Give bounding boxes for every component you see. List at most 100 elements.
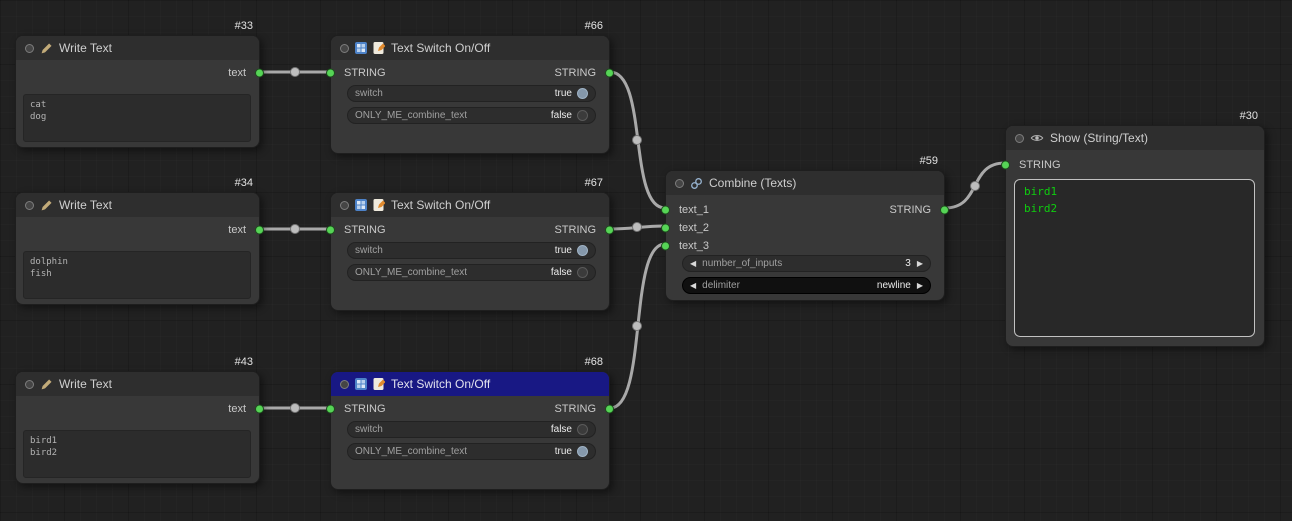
decrement-arrow-icon[interactable]: ◀ (690, 258, 697, 268)
widget-label: ONLY_ME_combine_text (355, 110, 468, 121)
delimiter-widget[interactable]: ◀ delimiter newline ▶ (682, 277, 931, 294)
node-title-bar[interactable]: Show (String/Text) (1006, 126, 1264, 150)
output-label: text (228, 403, 246, 415)
next-option-arrow-icon[interactable]: ▶ (916, 280, 923, 290)
link-midpoint-dot[interactable] (632, 135, 642, 145)
input-port[interactable] (661, 205, 670, 215)
input-label: STRING (344, 67, 386, 79)
pencil-icon (40, 42, 53, 55)
widget-value: false (550, 424, 572, 435)
collapse-dot[interactable] (1015, 133, 1024, 143)
widget-value: false (550, 110, 572, 121)
node-title: Text Switch On/Off (391, 41, 491, 55)
node-write-text-33[interactable]: #33 Write Text text cat dog (15, 20, 264, 148)
text-widget[interactable]: cat dog (23, 94, 251, 142)
output-port[interactable] (255, 68, 264, 78)
output-label: STRING (889, 204, 931, 216)
input-slot-row: STRING (1001, 157, 1264, 173)
input-label: STRING (344, 224, 386, 236)
widget-value: true (554, 446, 572, 457)
switch-toggle-widget[interactable]: switch true (347, 85, 596, 102)
input-port[interactable] (326, 68, 335, 78)
input-port[interactable] (326, 404, 335, 414)
collapse-dot[interactable] (340, 379, 349, 389)
node-write-text-43[interactable]: #43 Write Text text bird1 bird2 (15, 356, 264, 484)
node-title-bar[interactable]: Text Switch On/Off (331, 193, 609, 217)
input-label: text_2 (679, 222, 709, 234)
node-id-badge: #33 (234, 20, 253, 32)
node-title-bar[interactable]: Text Switch On/Off (331, 372, 609, 396)
collapse-dot[interactable] (25, 43, 34, 53)
toggle-knob[interactable] (577, 446, 588, 457)
toggle-knob[interactable] (577, 267, 588, 278)
node-combine-texts-59[interactable]: #59 Combine (Texts) text_1 STRING text_2… (661, 155, 949, 301)
node-id-badge: #67 (584, 177, 603, 189)
toggle-knob[interactable] (577, 245, 588, 256)
output-port[interactable] (605, 404, 614, 414)
node-text-switch-67[interactable]: #67 Text Switch On/Off STRING STRING swi… (326, 177, 614, 311)
output-port[interactable] (605, 68, 614, 78)
toggle-knob[interactable] (577, 424, 588, 435)
input-port[interactable] (661, 241, 670, 251)
node-title: Combine (Texts) (709, 176, 797, 190)
collapse-dot[interactable] (340, 200, 349, 210)
node-show-string-30[interactable]: #30 Show (String/Text) STRING bird1 bird… (1001, 110, 1265, 347)
chain-link-icon (690, 177, 703, 190)
output-port[interactable] (940, 205, 949, 215)
grid-app-icon (355, 42, 367, 54)
link-midpoint-dot[interactable] (970, 181, 980, 191)
switch-toggle-widget[interactable]: switch false (347, 421, 596, 438)
node-title: Write Text (59, 41, 112, 55)
widget-value: false (550, 267, 572, 278)
prev-option-arrow-icon[interactable]: ◀ (690, 280, 697, 290)
input-slot-row: text_3 (661, 238, 944, 254)
link-midpoint-dot[interactable] (632, 321, 642, 331)
combine-toggle-widget[interactable]: ONLY_ME_combine_text true (347, 443, 596, 460)
collapse-dot[interactable] (25, 200, 34, 210)
node-title-bar[interactable]: Write Text (16, 36, 259, 60)
eye-icon (1030, 131, 1044, 145)
node-title-bar[interactable]: Combine (Texts) (666, 171, 944, 195)
node-text-switch-68[interactable]: #68 Text Switch On/Off STRING STRING swi… (326, 356, 614, 490)
node-title-bar[interactable]: Write Text (16, 193, 259, 217)
output-label: text (228, 224, 246, 236)
widget-label: ONLY_ME_combine_text (355, 446, 468, 457)
node-id-badge: #66 (584, 20, 603, 32)
toggle-knob[interactable] (577, 110, 588, 121)
collapse-dot[interactable] (340, 43, 349, 53)
number-of-inputs-widget[interactable]: ◀ number_of_inputs 3 ▶ (682, 255, 931, 272)
collapse-dot[interactable] (675, 178, 684, 188)
link-midpoint-dot[interactable] (290, 224, 300, 234)
input-port[interactable] (661, 223, 670, 233)
node-write-text-34[interactable]: #34 Write Text text dolphin fish (15, 177, 264, 305)
link-midpoint-dot[interactable] (290, 403, 300, 413)
input-port[interactable] (1001, 160, 1010, 170)
increment-arrow-icon[interactable]: ▶ (916, 258, 923, 268)
node-id-badge: #43 (234, 356, 253, 368)
collapse-dot[interactable] (25, 379, 34, 389)
combine-toggle-widget[interactable]: ONLY_ME_combine_text false (347, 264, 596, 281)
widget-label: number_of_inputs (702, 258, 783, 269)
input-label: text_1 (679, 204, 709, 216)
node-text-switch-66[interactable]: #66 Text Switch On/Off STRING STRING swi… (326, 20, 614, 154)
pencil-icon (40, 378, 53, 391)
link-midpoint-dot[interactable] (632, 222, 642, 232)
text-widget[interactable]: dolphin fish (23, 251, 251, 299)
widget-label: switch (355, 424, 383, 435)
input-port[interactable] (326, 225, 335, 235)
switch-toggle-widget[interactable]: switch true (347, 242, 596, 259)
output-port[interactable] (255, 404, 264, 414)
node-title-bar[interactable]: Write Text (16, 372, 259, 396)
node-id-badge: #34 (234, 177, 253, 189)
output-slot-row: text (16, 65, 264, 81)
widget-label: delimiter (702, 280, 740, 291)
output-port[interactable] (255, 225, 264, 235)
toggle-knob[interactable] (577, 88, 588, 99)
output-port[interactable] (605, 225, 614, 235)
text-widget[interactable]: bird1 bird2 (23, 430, 251, 478)
link-midpoint-dot[interactable] (290, 67, 300, 77)
combine-toggle-widget[interactable]: ONLY_ME_combine_text false (347, 107, 596, 124)
node-title-bar[interactable]: Text Switch On/Off (331, 36, 609, 60)
